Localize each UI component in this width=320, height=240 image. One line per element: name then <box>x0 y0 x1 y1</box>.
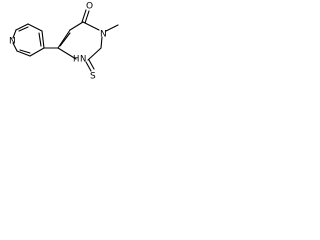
bond <box>82 21 100 31</box>
bond <box>59 32 71 47</box>
carbonyl-oxygen-label: O <box>86 2 93 12</box>
bond <box>100 36 103 49</box>
bond <box>57 29 71 49</box>
thione-sulfur-label: S <box>90 72 96 82</box>
bond <box>12 42 18 52</box>
bond <box>69 21 84 31</box>
carbonyl-bond <box>81 9 87 23</box>
nh-hydrogen-label: H <box>73 55 79 65</box>
methyl-bond <box>105 24 119 32</box>
bond <box>87 47 102 61</box>
bond <box>15 23 29 31</box>
pyridine-nitrogen-label: N <box>9 37 16 47</box>
nh-nitrogen-label: N <box>80 55 86 65</box>
bond <box>38 32 42 47</box>
pyridine-ring <box>12 23 45 57</box>
bond <box>29 47 45 57</box>
bond <box>18 26 29 32</box>
bond <box>41 30 45 49</box>
bond <box>57 47 77 60</box>
bond <box>27 23 43 32</box>
n3-nitrogen-label: N <box>100 30 107 40</box>
bond <box>16 50 31 57</box>
bond <box>12 29 17 39</box>
chemical-structure-diagram: N O N H N S <box>9 2 119 82</box>
carbonyl-bond <box>84 10 90 24</box>
bond <box>19 49 31 54</box>
pyrimidine-ring <box>57 21 103 61</box>
thione-bond <box>88 59 95 70</box>
thione-bond <box>85 61 92 72</box>
